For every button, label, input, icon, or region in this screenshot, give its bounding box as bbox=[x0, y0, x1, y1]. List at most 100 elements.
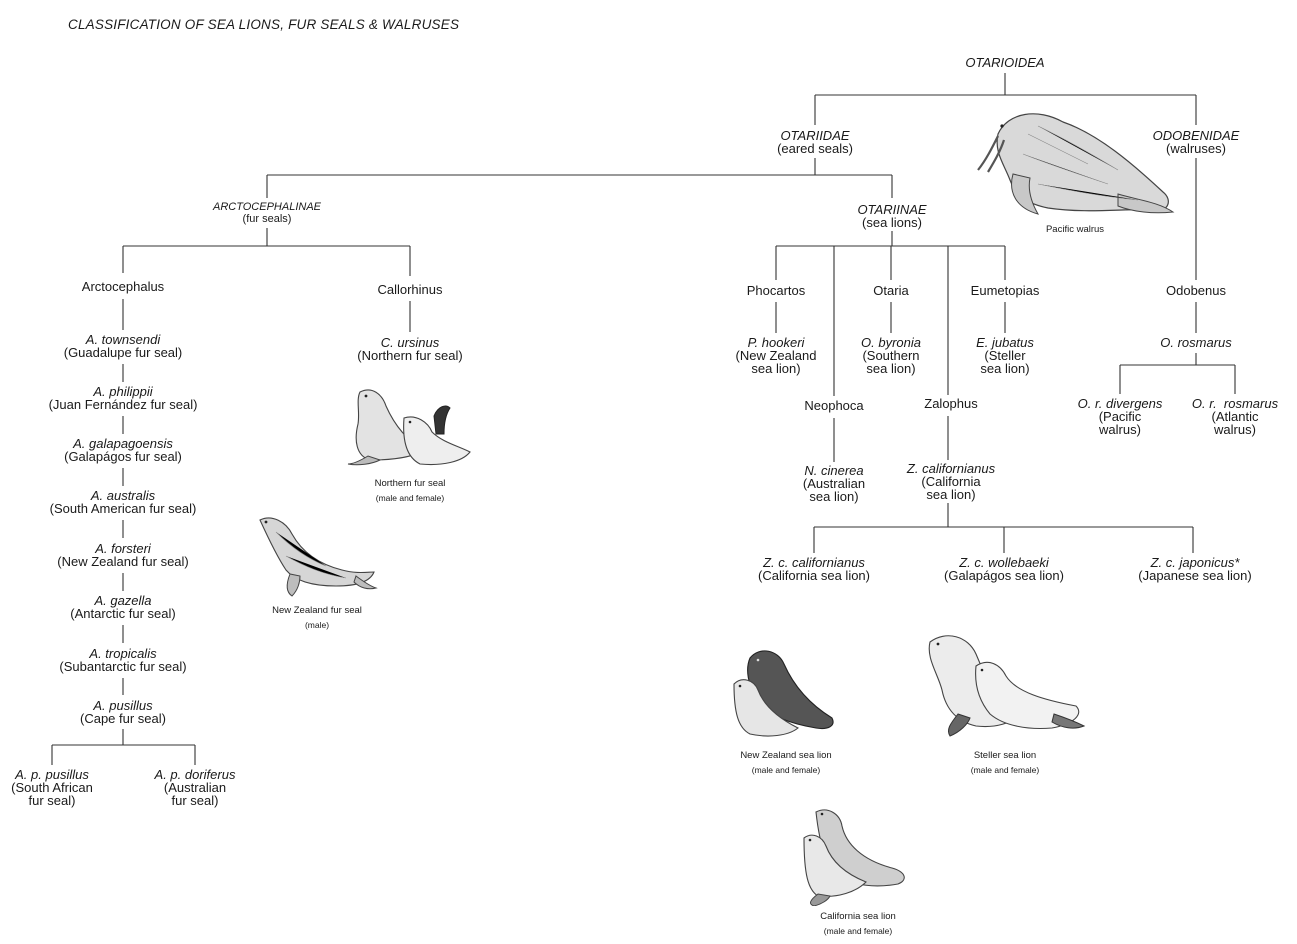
node-arctocephalus: Arctocephalus bbox=[82, 280, 164, 293]
node-common-name-2: sea lion) bbox=[751, 361, 801, 376]
california-sea-lion-illustration bbox=[803, 809, 905, 906]
node-a-galapagoensis: A. galapagoensis(Galapágos fur seal) bbox=[64, 437, 182, 463]
node-label: C. ursinus bbox=[380, 335, 440, 350]
caption-name: Steller sea lion bbox=[973, 750, 1037, 761]
caption-new-zealand-fur-seal: New Zealand fur seal(male) bbox=[272, 604, 362, 632]
node-common-name: (Southern bbox=[862, 348, 920, 363]
node-common-name-2: sea lion) bbox=[809, 489, 859, 504]
caption-name: Pacific walrus bbox=[1045, 224, 1105, 235]
new-zealand-sea-lion-illustration bbox=[733, 650, 834, 737]
node-a-forsteri: A. forsteri(New Zealand fur seal) bbox=[57, 542, 189, 568]
node-label: Callorhinus bbox=[377, 282, 443, 297]
node-common-name: (Guadalupe fur seal) bbox=[63, 345, 183, 360]
caption-california-sea-lion: California sea lion (male and female) bbox=[820, 910, 896, 938]
node-common-name: (Pacific bbox=[1098, 409, 1142, 424]
node-common-name-2: sea lion) bbox=[980, 361, 1030, 376]
caption-sub: (male and female) bbox=[823, 926, 893, 936]
node-label: A. forsteri bbox=[95, 541, 151, 556]
node-label: Zalophus bbox=[924, 396, 978, 411]
node-eumetopias: Eumetopias bbox=[971, 284, 1040, 297]
node-common-name-2: sea lion) bbox=[926, 487, 976, 502]
node-label: Z. c. wollebaeki bbox=[959, 555, 1049, 570]
caption-name: California sea lion bbox=[820, 911, 896, 922]
node-label: O. r. rosmarus bbox=[1191, 396, 1279, 411]
node-label: Eumetopias bbox=[970, 283, 1040, 298]
node-label: Z. c. japonicus* bbox=[1150, 555, 1240, 570]
node-common-name: (Cape fur seal) bbox=[80, 711, 166, 726]
node-label: A. galapagoensis bbox=[73, 436, 173, 451]
node-common-name: (Juan Fernández fur seal) bbox=[48, 397, 198, 412]
node-common-name: (sea lions) bbox=[862, 215, 922, 230]
caption-name: New Zealand sea lion bbox=[740, 750, 832, 761]
caption-new-zealand-sea-lion: New Zealand sea lion (male and female) bbox=[740, 749, 831, 777]
node-common-name: (Australian bbox=[163, 780, 227, 795]
node-common-name-2: walrus) bbox=[1099, 422, 1141, 437]
node-label: O. r. divergens bbox=[1077, 396, 1163, 411]
new-zealand-fur-seal-illustration bbox=[259, 517, 378, 597]
node-label: O. rosmarus bbox=[1160, 335, 1232, 350]
node-label: Otaria bbox=[873, 283, 909, 298]
caption-sub: (male and female) bbox=[751, 765, 821, 775]
node-z-c-japonicus: Z. c. japonicus*(Japanese sea lion) bbox=[1138, 556, 1251, 582]
steller-sea-lion-illustration bbox=[928, 635, 1086, 737]
node-a-australis: A. australis(South American fur seal) bbox=[50, 489, 197, 515]
node-common-name: (California bbox=[921, 474, 981, 489]
node-label: N. cinerea bbox=[804, 463, 864, 478]
node-common-name-2: sea lion) bbox=[866, 361, 916, 376]
caption-steller-sea-lion: Steller sea lion (male and female) bbox=[971, 749, 1040, 777]
node-common-name-2: fur seal) bbox=[171, 793, 219, 808]
node-label: Neophoca bbox=[804, 398, 864, 413]
node-label: OTARIINAE bbox=[857, 202, 927, 217]
node-otaria: Otaria bbox=[873, 284, 908, 297]
node-common-name: (Galapágos fur seal) bbox=[64, 449, 182, 464]
node-arctocephalinae: ARCTOCEPHALINAE(fur seals) bbox=[213, 201, 321, 225]
node-label: E. jubatus bbox=[976, 335, 1034, 350]
node-common-name: (eared seals) bbox=[777, 141, 853, 156]
node-neophoca: Neophoca bbox=[804, 399, 863, 412]
node-zalophus: Zalophus bbox=[924, 397, 977, 410]
node-common-name: (New Zealand fur seal) bbox=[57, 554, 189, 569]
node-odobenidae: ODOBENIDAE(walruses) bbox=[1153, 129, 1240, 155]
node-o-rosmarus: O. rosmarus bbox=[1160, 336, 1232, 349]
node-label: OTARIOIDEA bbox=[965, 55, 1045, 70]
node-common-name: (New Zealand bbox=[735, 348, 817, 363]
node-common-name: (Antarctic fur seal) bbox=[70, 606, 176, 621]
caption-name: Northern fur seal bbox=[374, 478, 446, 489]
node-otarioidea: OTARIOIDEA bbox=[965, 56, 1044, 69]
caption-sub: (male and female) bbox=[970, 765, 1040, 775]
node-a-townsendi: A. townsendi(Guadalupe fur seal) bbox=[64, 333, 183, 359]
node-a-philippii: A. philippii(Juan Fernández fur seal) bbox=[49, 385, 198, 411]
caption-name: New Zealand fur seal bbox=[272, 605, 362, 616]
node-label: A. p. doriferus bbox=[154, 767, 236, 782]
caption-sub: (male and female) bbox=[375, 493, 445, 503]
node-common-name: (California sea lion) bbox=[758, 568, 870, 583]
node-label: ARCTOCEPHALINAE bbox=[213, 201, 321, 213]
node-label: A. p. pusillus bbox=[15, 767, 89, 782]
node-otariinae: OTARIINAE(sea lions) bbox=[857, 203, 926, 229]
caption-pacific-walrus: Pacific walrus bbox=[1046, 223, 1104, 237]
node-common-name: (Japanese sea lion) bbox=[1138, 568, 1252, 583]
node-common-name: (South American fur seal) bbox=[49, 501, 197, 516]
diagram-title: CLASSIFICATION OF SEA LIONS, FUR SEALS &… bbox=[68, 17, 460, 32]
node-label: O. byronia bbox=[861, 335, 921, 350]
node-label: A. pusillus bbox=[93, 698, 153, 713]
node-common-name-2: fur seal) bbox=[28, 793, 76, 808]
node-common-name: (fur seals) bbox=[242, 213, 292, 225]
node-z-c-wollebaeki: Z. c. wollebaeki(Galapágos sea lion) bbox=[944, 556, 1064, 582]
node-label: ODOBENIDAE bbox=[1152, 128, 1240, 143]
node-common-name: (Subantarctic fur seal) bbox=[59, 659, 187, 674]
node-common-name: (South African bbox=[11, 780, 93, 795]
node-label: Odobenus bbox=[1166, 283, 1226, 298]
node-common-name: (Galapágos sea lion) bbox=[944, 568, 1064, 583]
node-label: OTARIIDAE bbox=[780, 128, 850, 143]
node-z-c-californianus: Z. c. californianus(California sea lion) bbox=[758, 556, 870, 582]
